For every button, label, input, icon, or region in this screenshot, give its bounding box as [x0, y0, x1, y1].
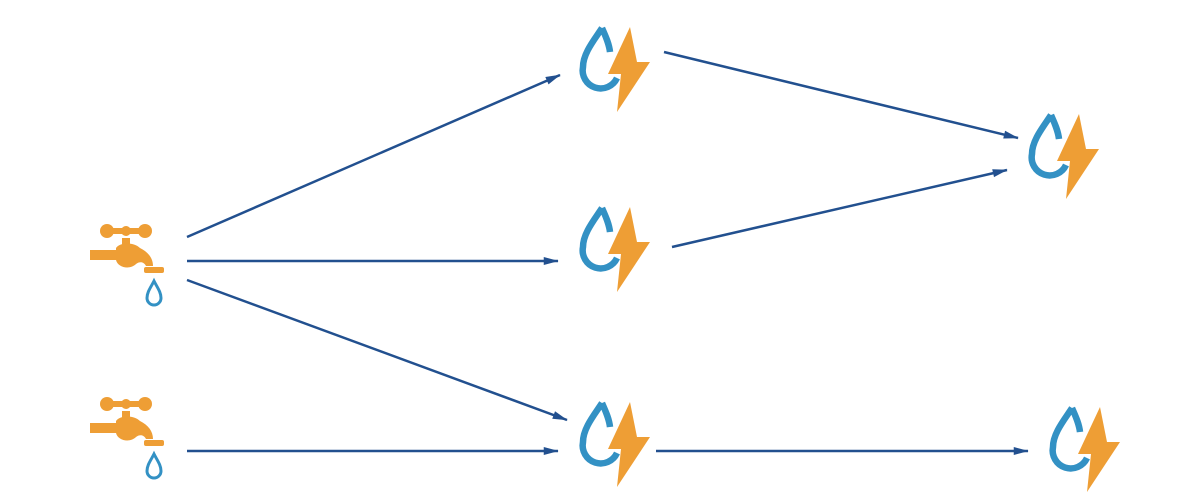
water-energy-icon [583, 207, 650, 292]
arrow-hydro-2-to-hydro-4 [671, 168, 1008, 249]
water-tap-icon [88, 395, 166, 480]
water-energy-icon [1032, 114, 1099, 199]
water-tap-icon [88, 222, 166, 307]
arrow-tap-1-to-hydro-1 [186, 73, 561, 239]
water-energy-icon [583, 402, 650, 487]
water-energy-icon [1053, 407, 1120, 492]
arrow-tap-1-to-hydro-3 [186, 278, 568, 422]
nodes [88, 27, 1120, 492]
water-energy-icon [583, 27, 650, 112]
edges [186, 50, 1029, 455]
arrow-hydro-1-to-hydro-4 [663, 50, 1019, 140]
